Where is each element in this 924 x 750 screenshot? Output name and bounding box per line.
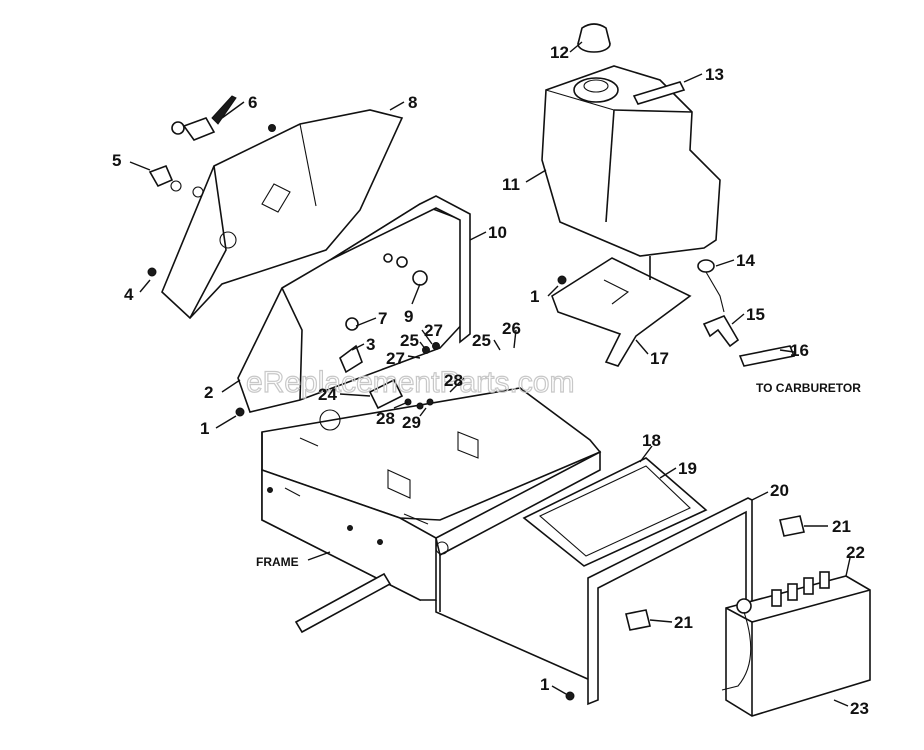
callout-27-lower: 27 (386, 349, 405, 368)
callout-22: 22 (846, 543, 865, 562)
callout-8: 8 (408, 93, 417, 112)
callout-15: 15 (746, 305, 765, 324)
screw-1-bottom (565, 691, 575, 701)
callout-18: 18 (642, 431, 661, 450)
callout-13: 13 (705, 65, 724, 84)
callout-25-right: 25 (472, 331, 491, 350)
frame-label: FRAME (256, 555, 299, 569)
callout-3: 3 (366, 335, 375, 354)
key-switch (171, 95, 237, 141)
callout-28-upper: 28 (444, 371, 463, 390)
choke-knob (148, 164, 204, 198)
callout-12: 12 (550, 43, 569, 62)
callout-20: 20 (770, 481, 789, 500)
callout-numbers: 12 13 6 8 5 11 10 14 4 1 15 7 9 27 25 25… (112, 43, 869, 718)
callout-26: 26 (502, 319, 521, 338)
callout-1-bracket: 1 (530, 287, 539, 306)
clip-21-upper (779, 515, 805, 537)
carb-hose (738, 345, 796, 367)
vent-hose (632, 81, 686, 105)
fuel-cap (577, 23, 611, 53)
callout-1-bottom: 1 (540, 675, 549, 694)
callout-16: 16 (790, 341, 809, 360)
callout-21-upper: 21 (832, 517, 851, 536)
frame-chassis (261, 387, 753, 706)
callout-4: 4 (124, 285, 134, 304)
screw-4 (147, 267, 157, 277)
callout-1-left: 1 (200, 419, 209, 438)
callout-5: 5 (112, 151, 121, 170)
callout-10: 10 (488, 223, 507, 242)
callout-25-left: 25 (400, 331, 419, 350)
callout-24: 24 (318, 385, 337, 404)
hood-screw (268, 124, 276, 132)
callout-7: 7 (378, 309, 387, 328)
fuel-fitting (697, 259, 715, 273)
callout-23: 23 (850, 699, 869, 718)
dash-panel (161, 109, 471, 431)
watermark: eReplacementParts.com (246, 366, 574, 399)
screw-1-left (235, 407, 245, 417)
callout-6: 6 (248, 93, 257, 112)
callout-17: 17 (650, 349, 669, 368)
fuel-line (705, 271, 725, 313)
clip-21-lower (625, 609, 651, 631)
callout-27-upper: 27 (424, 321, 443, 340)
callout-11: 11 (502, 175, 520, 194)
callout-21-lower: 21 (674, 613, 693, 632)
fuel-tee (702, 315, 740, 348)
to-carburetor-label: TO CARBURETOR (756, 381, 861, 395)
battery-tray (522, 457, 708, 567)
callout-29: 29 (402, 413, 421, 432)
screw-1-bracket (557, 275, 567, 285)
battery (721, 571, 871, 717)
callout-19: 19 (678, 459, 697, 478)
callout-28-lower: 28 (376, 409, 395, 428)
callout-14: 14 (736, 251, 755, 270)
fuel-tank (541, 65, 721, 367)
callout-2: 2 (204, 383, 213, 402)
leader-lines (129, 41, 851, 707)
callout-9: 9 (404, 307, 413, 326)
